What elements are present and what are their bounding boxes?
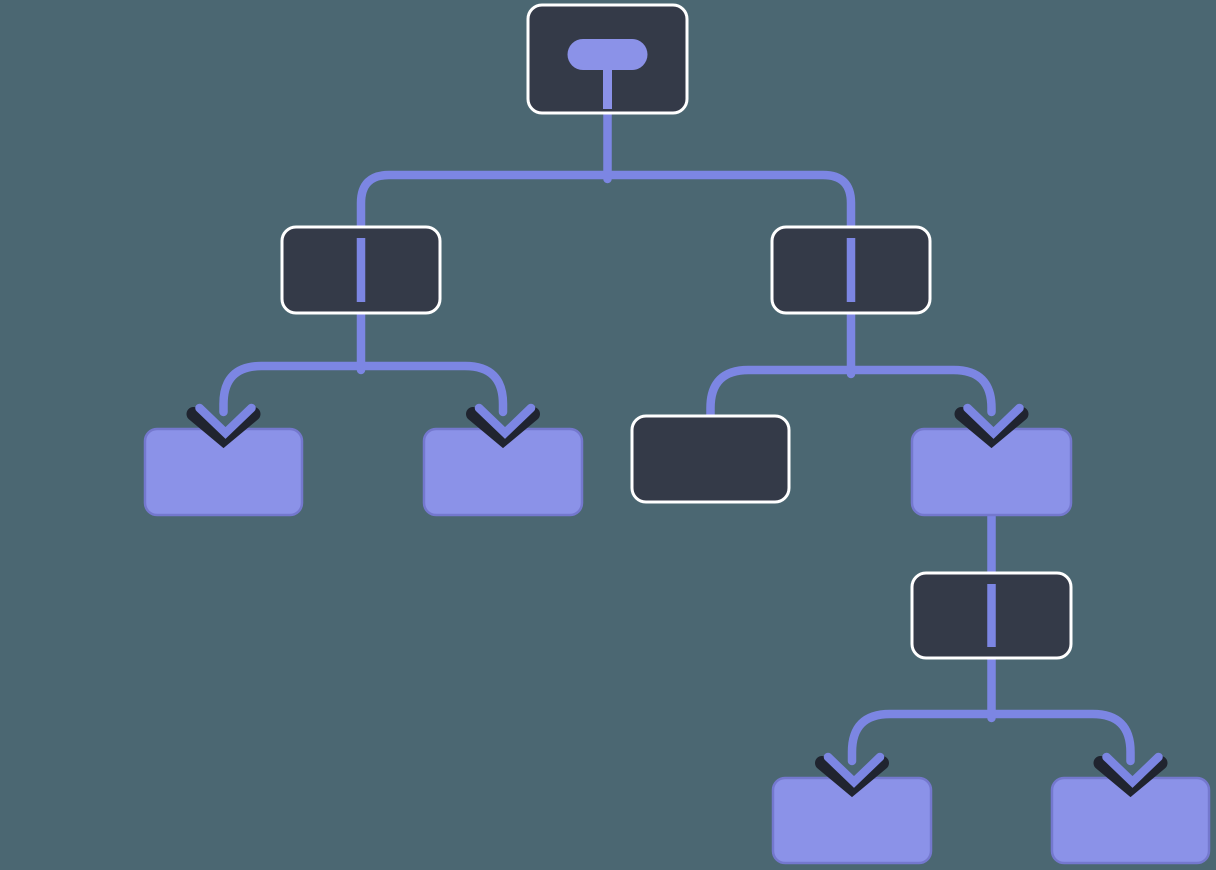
node-branch-left[interactable] [280, 225, 442, 315]
arrow-down-icon [195, 403, 256, 439]
arrow-chevron-dark-icon [466, 407, 540, 449]
arrow-down-icon [1102, 752, 1163, 788]
arrows-layer [186, 403, 1168, 798]
node-branch-right[interactable] [770, 225, 932, 315]
node-node-plain[interactable] [630, 414, 791, 504]
node-root[interactable] [526, 3, 689, 115]
pill-icon [567, 39, 648, 70]
edge-left-fork [219, 306, 508, 417]
edge-bottom-fork [847, 651, 1135, 766]
edge-root-fork [356, 106, 856, 234]
arrow-down-icon [963, 403, 1024, 439]
arrow-down-icon [474, 403, 536, 439]
node-branch-bottom[interactable] [910, 571, 1073, 660]
arrow-chevron-dark-icon [1093, 756, 1168, 798]
nodes-layer [143, 3, 1211, 865]
arrow-chevron-dark-icon [954, 407, 1029, 449]
arrow-chevron-dark-icon [815, 756, 889, 798]
pill-stem [603, 60, 612, 109]
edges-layer [219, 106, 1135, 766]
edge-right-fork [706, 306, 996, 423]
dark-node-box [630, 414, 791, 504]
arrow-chevron-dark-icon [186, 407, 261, 449]
arrow-down-icon [823, 752, 885, 788]
